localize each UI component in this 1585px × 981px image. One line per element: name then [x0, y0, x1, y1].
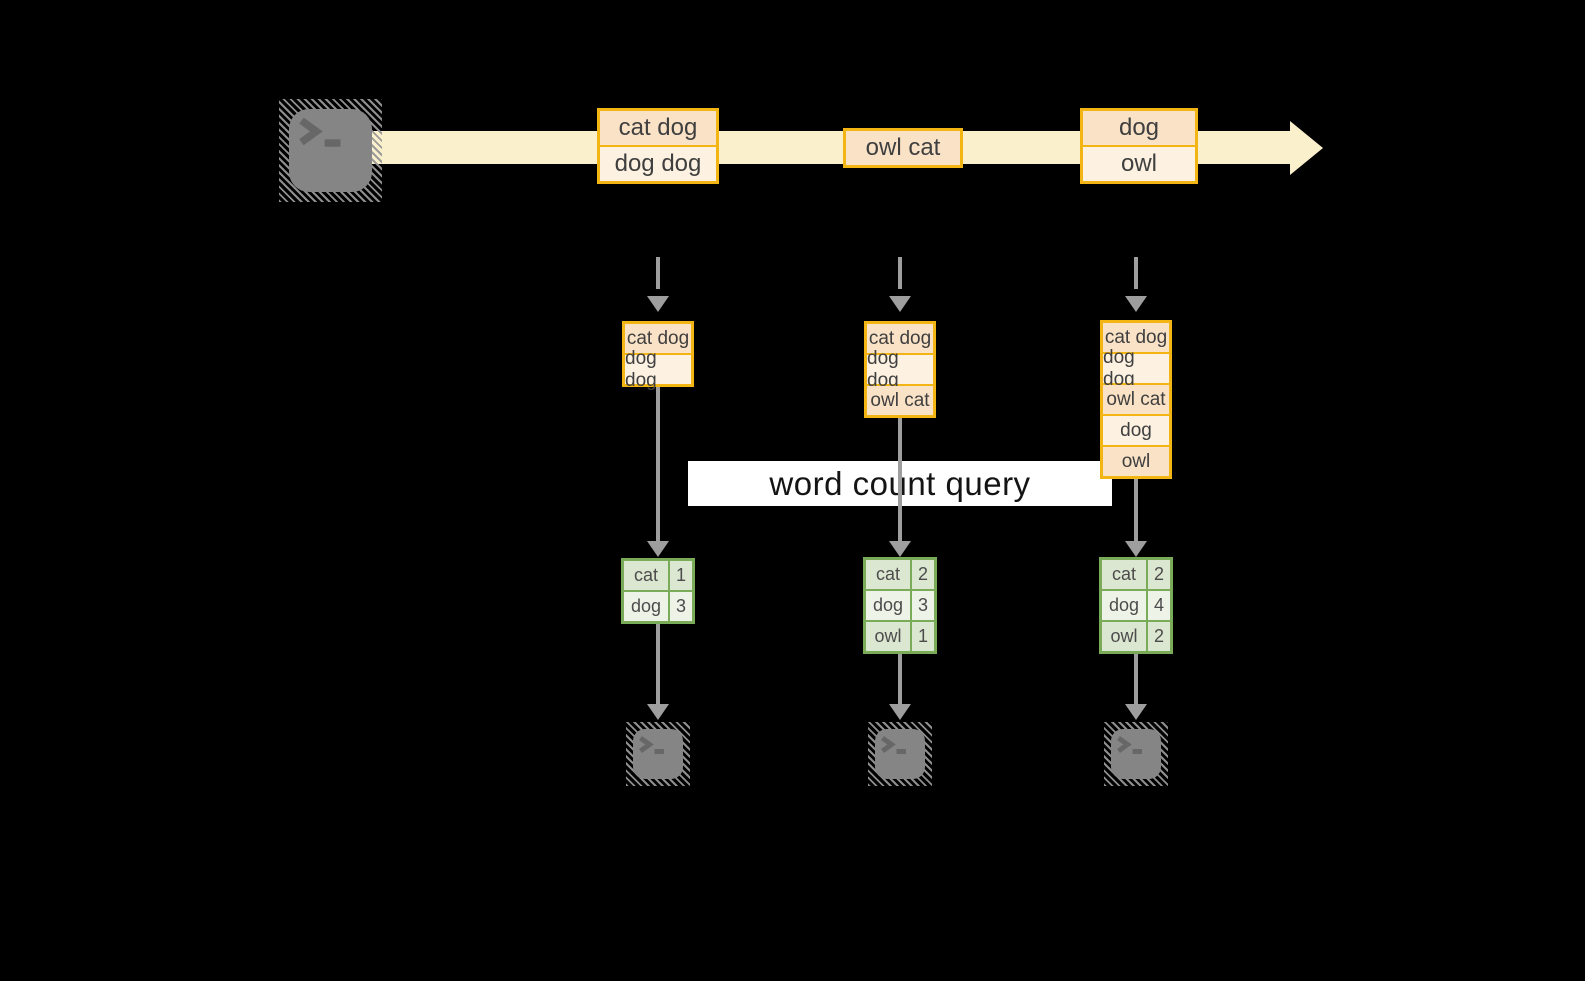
buffer-stack-1: cat dog dog dog — [622, 321, 694, 391]
stream-record: owl cat — [846, 131, 960, 165]
buffer-record: dog dog — [867, 348, 933, 391]
stream-record: dog — [1083, 111, 1195, 145]
count-value: 3 — [912, 591, 934, 620]
arrowhead-icon — [1125, 704, 1147, 720]
buffer-record: dog dog — [1103, 347, 1169, 390]
dashed-arrowhead-icon — [889, 296, 911, 312]
buffer-record: dog — [1103, 416, 1169, 445]
stream-record: cat dog — [600, 111, 716, 145]
count-value: 3 — [670, 592, 692, 621]
count-value: 1 — [670, 561, 692, 590]
dashed-arrow-icon — [656, 257, 660, 289]
buffer-record: owl cat — [1103, 385, 1169, 414]
terminal-screen — [633, 729, 683, 779]
stream-batch-3: dog owl — [1080, 108, 1198, 184]
buffer-record: dog dog — [625, 348, 691, 391]
count-value: 2 — [912, 560, 934, 589]
count-value: 2 — [1148, 560, 1170, 589]
count-word: owl — [1102, 622, 1146, 651]
buffer-record: cat dog — [625, 324, 691, 353]
terminal-sink-icon — [626, 722, 690, 786]
count-word: dog — [624, 592, 668, 621]
buffer-stack-3: cat dog dog dog owl cat dog owl — [1100, 320, 1172, 479]
arrowhead-icon — [647, 704, 669, 720]
arrow-line — [656, 624, 660, 704]
dashed-arrowhead-icon — [1125, 296, 1147, 312]
stream-batch-1: cat dog dog dog — [597, 108, 719, 184]
buffer-record: cat dog — [867, 324, 933, 353]
stream-batch-2: owl cat — [843, 128, 963, 168]
arrowhead-icon — [889, 541, 911, 557]
count-table-2: cat 2 dog 3 owl 1 — [863, 557, 937, 654]
buffer-record: owl cat — [867, 386, 933, 415]
terminal-sink-icon — [868, 722, 932, 786]
count-word: owl — [866, 622, 910, 651]
arrow-line — [656, 387, 660, 541]
terminal-screen — [875, 729, 925, 779]
arrow-line — [898, 418, 902, 541]
terminal-prompt-icon — [299, 117, 341, 147]
count-value: 4 — [1148, 591, 1170, 620]
terminal-sink-icon — [1104, 722, 1168, 786]
terminal-prompt-icon — [1117, 735, 1142, 754]
arrow-line — [898, 654, 902, 704]
buffer-record: cat dog — [1103, 323, 1169, 352]
count-word: dog — [866, 591, 910, 620]
arrowhead-icon — [889, 704, 911, 720]
dashed-arrowhead-icon — [647, 296, 669, 312]
arrowhead-icon — [1125, 541, 1147, 557]
arrow-line — [1134, 479, 1138, 541]
count-value: 2 — [1148, 622, 1170, 651]
count-table-1: cat 1 dog 3 — [621, 558, 695, 624]
count-table-3: cat 2 dog 4 owl 2 — [1099, 557, 1173, 654]
terminal-prompt-icon — [639, 735, 664, 754]
buffer-stack-2: cat dog dog dog owl cat — [864, 321, 936, 418]
stream-record: dog dog — [600, 147, 716, 181]
count-value: 1 — [912, 622, 934, 651]
arrowhead-icon — [647, 541, 669, 557]
dashed-arrow-icon — [1134, 257, 1138, 289]
terminal-screen — [1111, 729, 1161, 779]
terminal-source-icon — [279, 99, 382, 202]
stream-arrowhead-icon — [1290, 121, 1323, 175]
buffer-record: owl — [1103, 447, 1169, 476]
count-word: cat — [624, 561, 668, 590]
count-word: cat — [1102, 560, 1146, 589]
count-word: dog — [1102, 591, 1146, 620]
terminal-prompt-icon — [881, 735, 906, 754]
arrow-line — [1134, 654, 1138, 704]
terminal-screen — [289, 109, 372, 192]
dashed-arrow-icon — [898, 257, 902, 289]
stream-record: owl — [1083, 147, 1195, 181]
count-word: cat — [866, 560, 910, 589]
